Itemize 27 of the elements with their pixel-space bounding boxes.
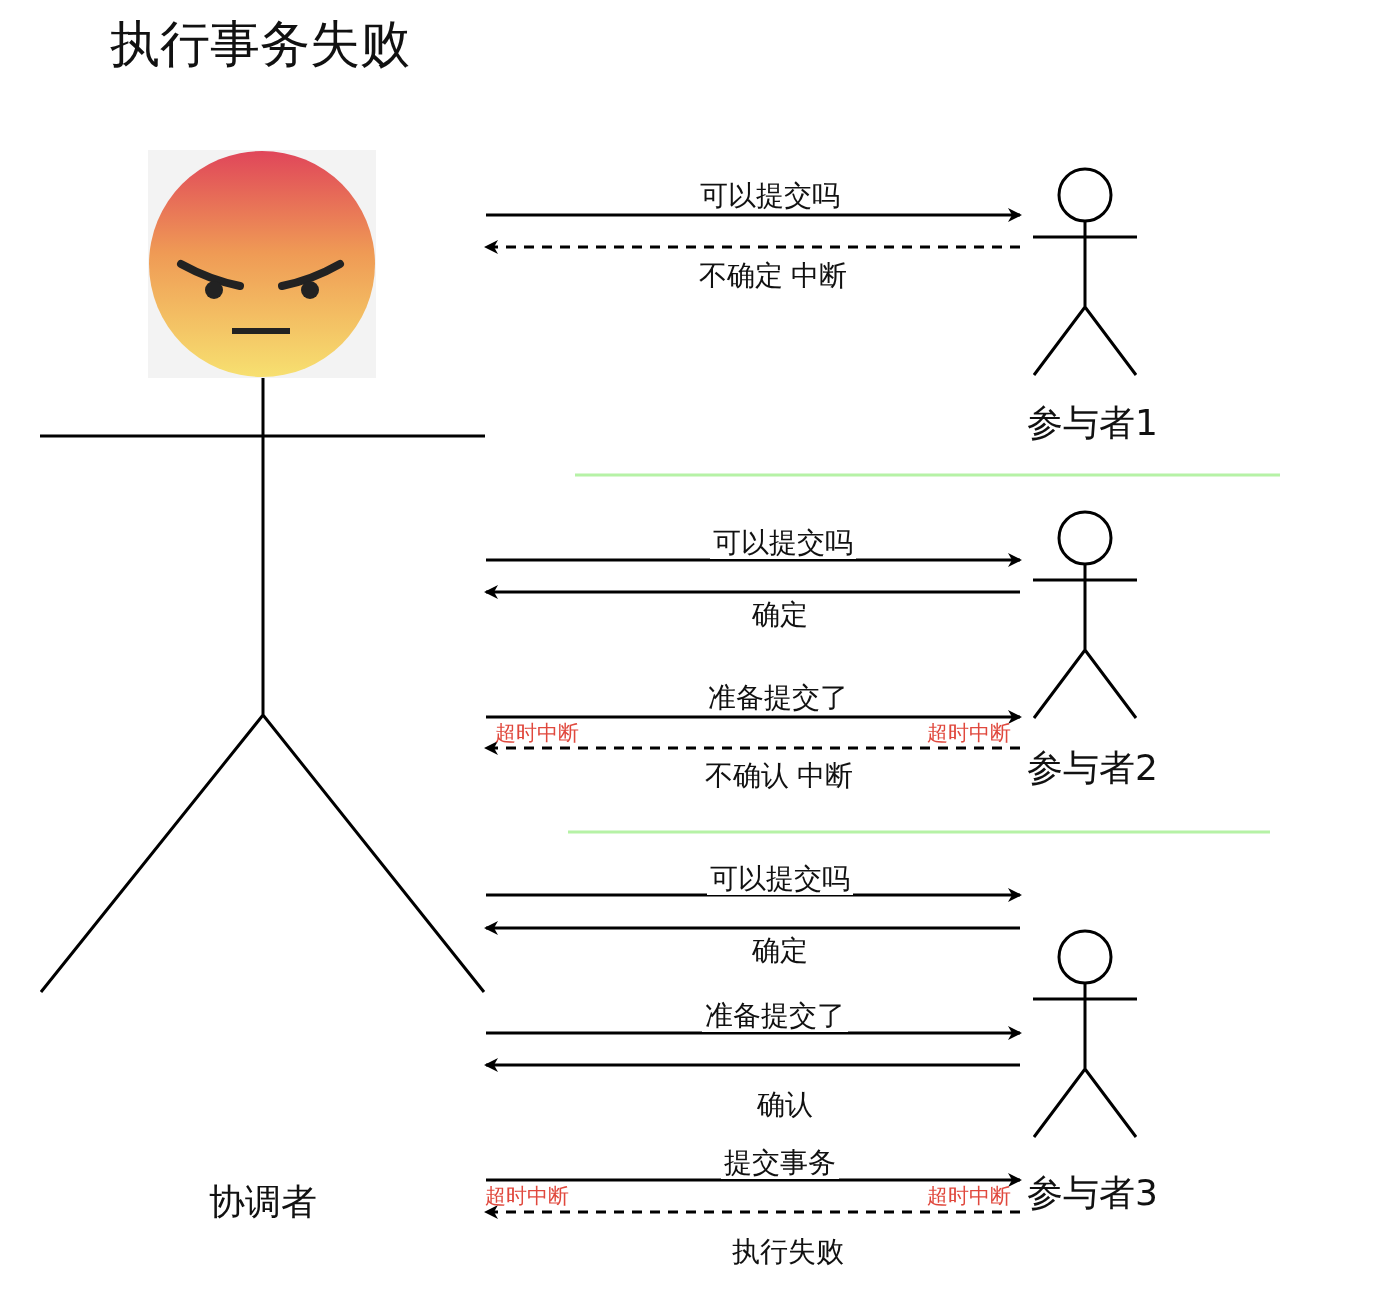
arrow — [486, 1173, 1022, 1187]
edge-label: 可以提交吗 — [707, 863, 853, 895]
arrow — [486, 888, 1022, 902]
figure-label: 协调者 — [208, 1180, 318, 1224]
edge-label: 可以提交吗 — [710, 527, 856, 559]
arrow — [484, 921, 1020, 935]
figure-label: 参与者2 — [1026, 746, 1159, 790]
figure-label: 参与者1 — [1026, 401, 1159, 445]
note: 超时中断 — [927, 722, 1011, 744]
note: 超时中断 — [485, 1185, 569, 1207]
arrow — [484, 1058, 1020, 1072]
arrow — [486, 710, 1022, 724]
arrow — [484, 585, 1020, 599]
edge-label: 执行失败 — [729, 1236, 847, 1268]
arrow — [484, 1205, 1020, 1219]
edge-label: 准备提交了 — [702, 1000, 848, 1032]
note: 超时中断 — [927, 1185, 1011, 1207]
arrow — [484, 741, 1020, 755]
edge-label: 提交事务 — [721, 1147, 839, 1179]
title: 执行事务失败 — [110, 14, 410, 75]
arrow — [486, 1026, 1022, 1040]
arrow — [484, 240, 1020, 254]
note: 超时中断 — [495, 722, 579, 744]
figure-label: 参与者3 — [1026, 1171, 1159, 1215]
edge-label: 确认 — [754, 1089, 816, 1121]
arrow — [486, 208, 1022, 222]
arrow — [486, 553, 1022, 567]
